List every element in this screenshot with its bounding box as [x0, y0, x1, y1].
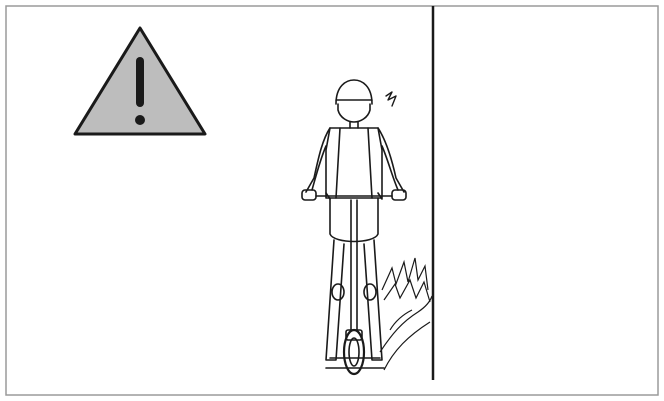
outer-frame — [6, 6, 658, 395]
bush-icon — [380, 258, 432, 370]
warning-triangle-icon — [75, 28, 205, 134]
